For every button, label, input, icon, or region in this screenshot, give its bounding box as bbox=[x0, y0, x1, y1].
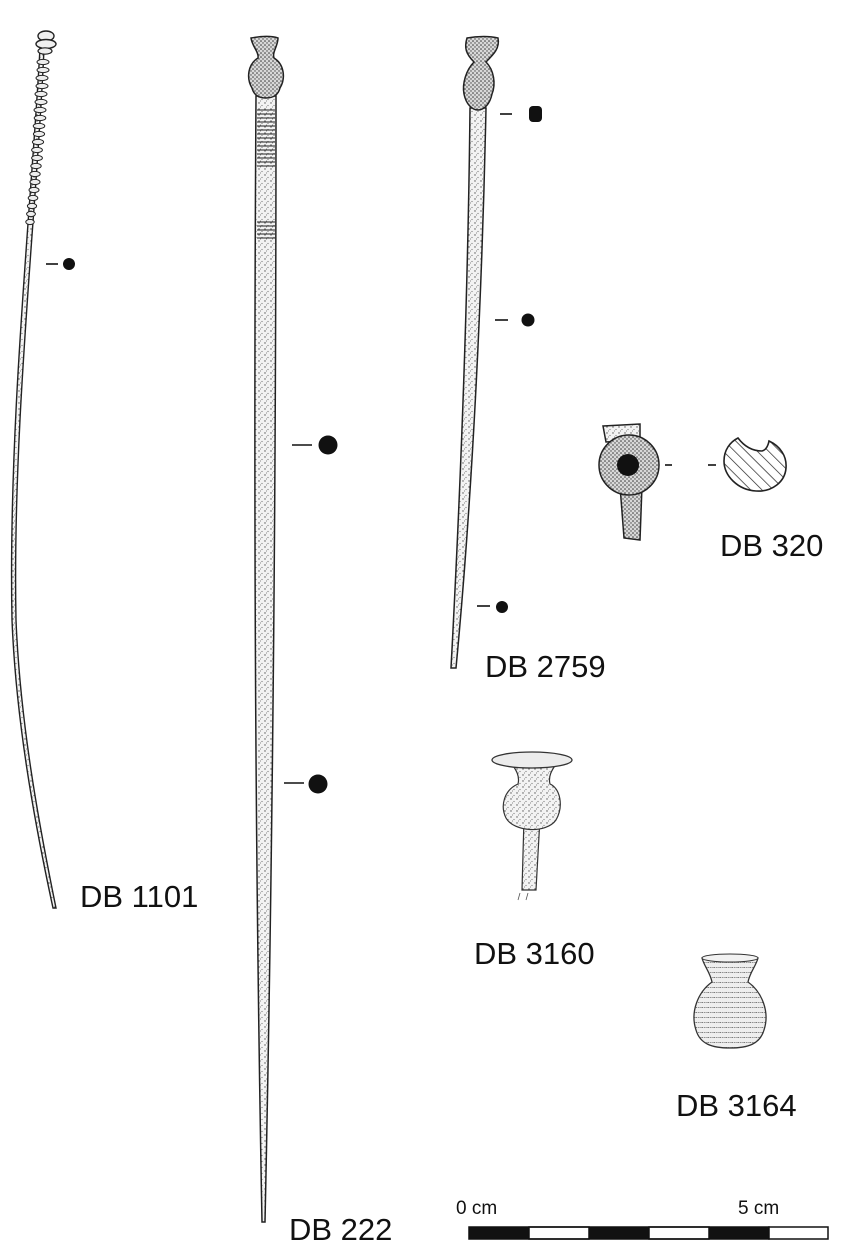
label-db222: DB 222 bbox=[289, 1212, 393, 1247]
label-db1101: DB 1101 bbox=[80, 879, 199, 914]
pin-db320-hole bbox=[617, 454, 639, 476]
label-db320: DB 320 bbox=[720, 528, 824, 563]
pin-db320-section bbox=[723, 436, 787, 492]
pin-db222-grooves bbox=[257, 109, 275, 239]
pin-db222-shaft bbox=[254, 95, 277, 1223]
section-dot bbox=[308, 774, 328, 794]
section-dot bbox=[529, 106, 542, 122]
pin-db2759-head bbox=[462, 35, 500, 111]
section-dot bbox=[521, 313, 535, 327]
pin-db3164-body bbox=[693, 954, 767, 1049]
pin-db222 bbox=[247, 35, 338, 1223]
section-dot bbox=[318, 435, 338, 455]
pin-db3164 bbox=[693, 953, 767, 1049]
section-dot bbox=[496, 601, 508, 613]
pin-db1101-head bbox=[35, 30, 57, 55]
section-dot bbox=[63, 258, 75, 270]
label-db2759: DB 2759 bbox=[485, 649, 606, 684]
label-db3160: DB 3160 bbox=[474, 936, 595, 971]
pin-db3160 bbox=[491, 751, 573, 901]
scale-start-label: 0 cm bbox=[456, 1198, 498, 1219]
pin-db320 bbox=[598, 423, 787, 541]
pin-db2759-shaft bbox=[450, 107, 487, 669]
pin-db2759 bbox=[450, 35, 542, 669]
pin-db222-head bbox=[247, 35, 285, 99]
pin-db1101-beads bbox=[25, 58, 50, 226]
scale-bar bbox=[468, 1226, 829, 1240]
scale-end-label: 5 cm bbox=[738, 1198, 780, 1219]
label-db3164: DB 3164 bbox=[676, 1088, 797, 1123]
pin-db3160-disc bbox=[491, 751, 573, 769]
pin-db1101-shaft bbox=[10, 47, 57, 909]
pin-db3160-body bbox=[502, 763, 561, 831]
pin-db1101 bbox=[10, 30, 75, 909]
